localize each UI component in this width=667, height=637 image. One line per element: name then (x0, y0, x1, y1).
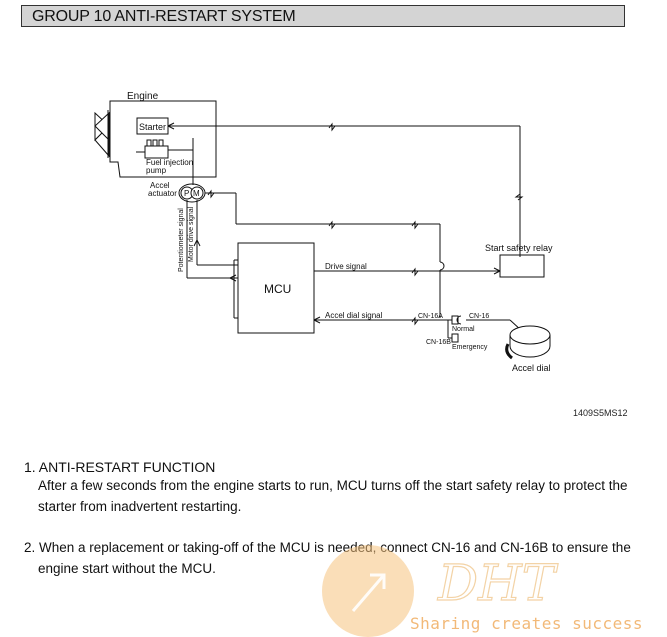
anti-restart-diagram: Engine Starter Fuel injection pump Accel… (94, 91, 553, 373)
section-body-line-2: starter from inadvertent restarting. (38, 499, 242, 514)
normal-label: Normal (452, 326, 475, 333)
actuator-m-label: M (193, 189, 200, 198)
section-replacement: 2. When a replacement or taking-off of t… (24, 537, 634, 579)
drive-signal-label: Drive signal (325, 262, 367, 271)
cn16b-label: CN-16B (426, 339, 451, 346)
mcu-label: MCU (264, 282, 291, 296)
engine-block (109, 100, 217, 178)
figure-id: 1409S5MS12 (573, 408, 628, 418)
cn16-label: CN-16 (469, 313, 489, 320)
page-title: GROUP 10 ANTI-RESTART SYSTEM (32, 8, 296, 25)
accel-actuator-label-1: Accel (150, 181, 170, 190)
section-body-line-1: After a few seconds from the engine star… (38, 478, 628, 493)
section-header: GROUP 10 ANTI-RESTART SYSTEM (21, 5, 625, 27)
accel-dial-label: Accel dial (512, 363, 551, 373)
start-safety-relay-label: Start safety relay (485, 243, 553, 253)
watermark-slogan: Sharing creates success (410, 614, 644, 633)
fuel-pump-label-1: Fuel injection (146, 158, 193, 167)
fuel-pump-label-2: pump (146, 166, 167, 175)
accel-dial-signal-label: Accel dial signal (325, 311, 383, 320)
mcu-box (237, 242, 315, 334)
actuator-p-label: P (184, 189, 189, 198)
cn16a-connector (451, 315, 459, 325)
cn16a-label: CN-16A (418, 313, 443, 320)
section-heading: 1. ANTI-RESTART FUNCTION (24, 459, 216, 475)
starter-label: Starter (139, 122, 166, 132)
section-body-line-2: engine start without the MCU. (38, 561, 216, 576)
accel-dial-icon (505, 325, 551, 360)
start-safety-relay-box (499, 254, 545, 278)
potentiometer-signal-label: Potentiometer signal (178, 208, 185, 272)
motor-drive-signal-label: Motor drive signal (188, 206, 195, 262)
fuel-injection-pump (144, 145, 169, 159)
emergency-label: Emergency (452, 344, 488, 351)
cn16b-connector (451, 333, 459, 343)
engine-label: Engine (127, 91, 159, 102)
accel-actuator-label-2: actuator (148, 189, 177, 198)
section-anti-restart: 1. ANTI-RESTART FUNCTION After a few sec… (24, 459, 629, 517)
section-body-line-1: 2. When a replacement or taking-off of t… (24, 540, 631, 555)
actuator-m (190, 186, 204, 200)
